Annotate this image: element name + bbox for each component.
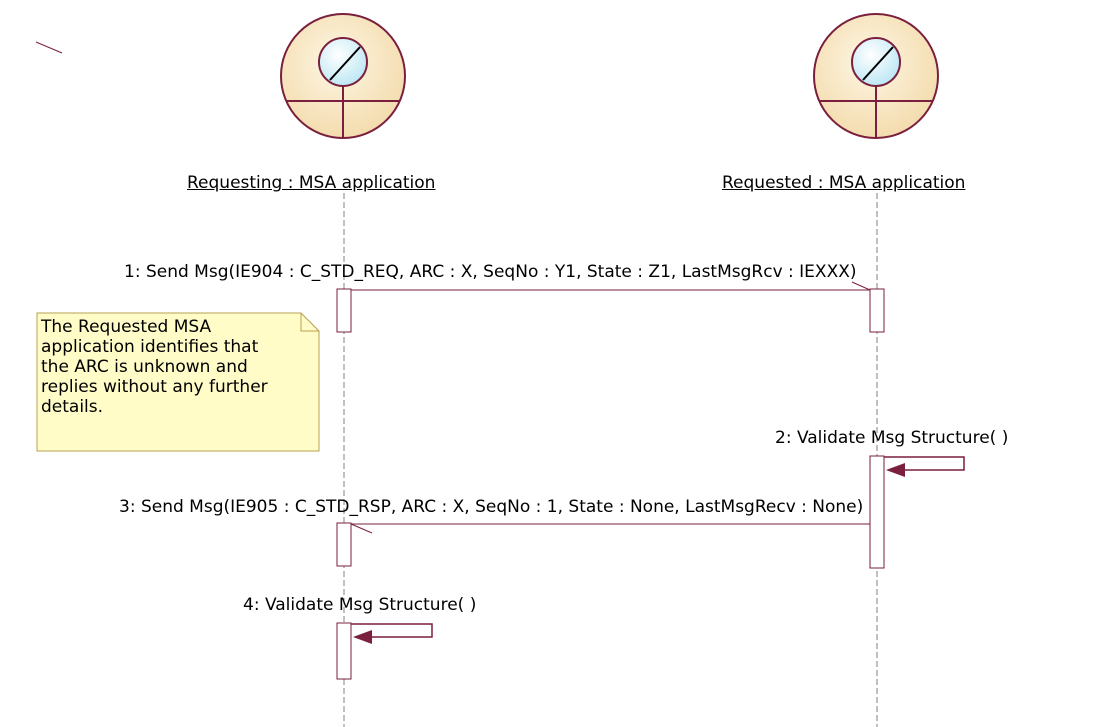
note-shape [36, 312, 320, 452]
note-text: The Requested MSA application identifies… [41, 317, 268, 417]
message-4-self-arrow [351, 623, 433, 644]
message-2-label: 2: Validate Msg Structure( ) [775, 428, 1009, 448]
activation-requesting-3 [336, 622, 352, 680]
actor-requested-label: Requested : MSA application [722, 173, 966, 193]
message-2-self-arrow [884, 456, 965, 477]
message-1-arrow [351, 281, 871, 291]
activation-requesting-2 [336, 522, 352, 567]
actor-requesting-icon [280, 13, 406, 139]
activation-requesting-1 [336, 288, 352, 333]
actor-requesting-label: Requesting : MSA application [187, 173, 436, 193]
actor-requested-icon [813, 13, 939, 139]
message-3-arrow [350, 523, 870, 534]
activation-requested-2 [869, 455, 885, 569]
message-1-label: 1: Send Msg(IE904 : C_STD_REQ, ARC : X, … [124, 262, 857, 282]
message-3-label: 3: Send Msg(IE905 : C_STD_RSP, ARC : X, … [119, 497, 864, 517]
stray-line [35, 41, 63, 54]
message-4-label: 4: Validate Msg Structure( ) [243, 595, 477, 615]
activation-requested-1 [869, 288, 885, 333]
